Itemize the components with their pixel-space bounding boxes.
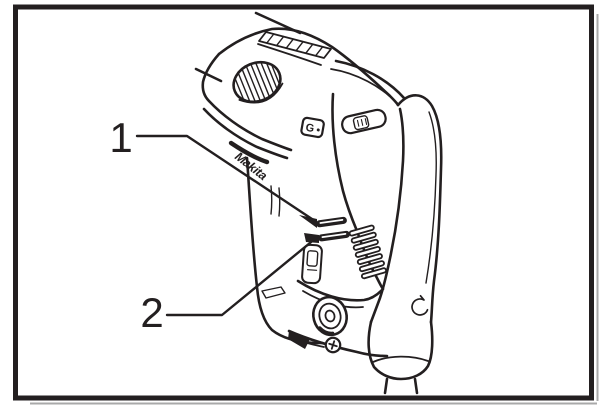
- brush-cap: [312, 295, 348, 337]
- callout-1-leader: [135, 134, 317, 223]
- mode-change-dial: [232, 60, 284, 104]
- callout-2-leader: [165, 236, 318, 317]
- callout-1-label: 1: [109, 114, 132, 161]
- top-ribbed-grip: [258, 31, 332, 59]
- phillips-screw: [324, 336, 342, 354]
- indicator-lamp-2: [318, 230, 350, 242]
- g-badge: G: [300, 116, 325, 139]
- cord-guard: [383, 377, 419, 395]
- body-recess-slot: [261, 286, 286, 299]
- figure-border: [13, 4, 594, 401]
- vent-slots: [348, 224, 387, 280]
- indicator-lamp-1: [316, 216, 347, 228]
- border-shadow: [30, 14, 599, 405]
- lamp-recess-shading-2: [304, 233, 319, 243]
- bottom-bracket: [287, 329, 389, 358]
- handle-emblem: [411, 294, 429, 316]
- callout-2-label: 2: [140, 289, 163, 336]
- handle-grip-bulb: [367, 320, 434, 381]
- lock-slider: [341, 108, 387, 135]
- g-badge-label: G: [305, 122, 316, 135]
- side-switch: [301, 243, 323, 285]
